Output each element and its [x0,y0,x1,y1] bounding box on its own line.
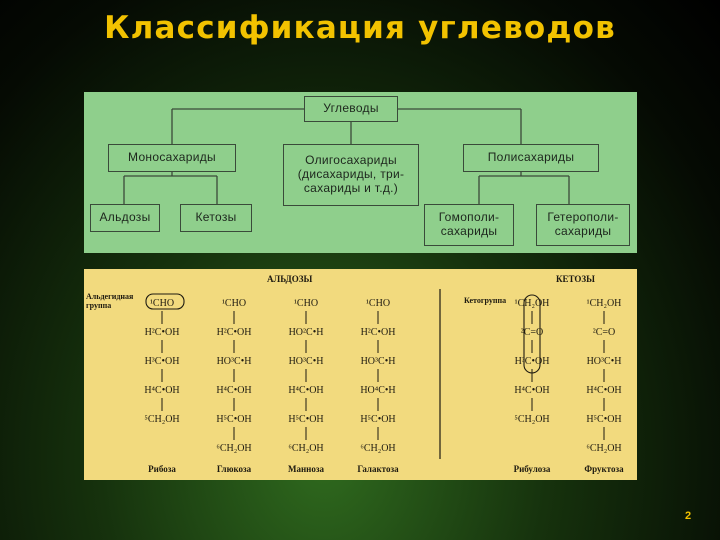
tree-root-box: Углеводы [304,96,398,122]
mannose-name: Манноза [288,464,324,474]
ribose-row-5: ⁵CH₂OH [144,414,179,425]
polysaccharides-label: Полисахариды [487,150,575,165]
galactose-row-5: H⁵C•OH [360,414,395,425]
galactose-row-4: HO⁴C•H [360,385,395,396]
galactose-row-2: H²C•OH [361,327,396,338]
oligosaccharides-box: Олигосахариды (дисахариды, три- сахариды… [283,144,419,206]
fructose-row-2: ²C=O [593,327,616,338]
glucose-row-4: H⁴C•OH [216,385,251,396]
polysaccharides-box: Полисахариды [463,144,599,172]
glucose-row-5: H⁵C•OH [216,414,251,425]
ribulose-row-3: H³C•OH [515,356,550,367]
glucose-row-6: ⁶CH₂OH [216,443,251,454]
ketoses-box: Кетозы [180,204,252,232]
heteropolysaccharides-box: Гетерополи- сахариды [536,204,630,246]
ribulose-row-2: ²C=O [521,327,544,338]
glucose-row-2: H²C•OH [217,327,252,338]
ribulose-name: Рибулоза [514,464,551,474]
homopolysaccharides-label-line1: Гомополи- [438,210,500,225]
monosaccharides-label: Моносахариды [128,150,216,165]
fructose-row-5: H⁵C•OH [586,414,621,425]
mannose-row-4: H⁴C•OH [288,385,323,396]
ribose-row-1: ¹CHO [150,298,174,309]
fructose-row-6: ⁶CH₂OH [586,443,621,454]
aldoses-box: Альдозы [90,204,160,232]
galactose-row-1: ¹CHO [366,298,390,309]
fructose-row-3: HO³C•H [587,356,622,367]
oligosaccharides-label-line2: (дисахариды, три- [297,167,405,182]
galactose-name: Галактоза [357,464,399,474]
heteropolysaccharides-label-line2: сахариды [554,224,612,238]
mannose-row-3: HO³C•H [289,356,324,367]
aldehyde-group-highlight [145,293,185,310]
fructose-row-4: H⁴C•OH [586,385,621,396]
oligosaccharides-label-line3: сахариды и т.д.) [303,180,399,195]
homopolysaccharides-label-line2: сахариды [440,224,498,238]
galactose-row-3: HO³C•H [361,356,396,367]
glucose-row-1: ¹CHO [222,298,246,309]
ribulose-row-5: ⁵CH₂OH [514,414,549,425]
galactose-row-6: ⁶CH₂OH [360,443,395,454]
aldehyde-group-label-line1: Альдегидная [86,292,134,301]
ribose-name: Рибоза [148,464,176,474]
homopolysaccharides-box: Гомополи- сахариды [424,204,514,246]
ribulose-row-4: H⁴C•OH [514,385,549,396]
ribose-row-3: H³C•OH [145,356,180,367]
ribose-row-2: H²C•OH [145,327,180,338]
keto-group-label: Кетогруппа [464,296,506,305]
fischer-projections: АЛЬДОЗЫ КЕТОЗЫ Альдегидная группа Кетогр… [84,269,637,480]
aldehyde-group-label-line2: группа [86,301,111,310]
monosaccharides-box: Моносахариды [108,144,236,172]
glucose-name: Глюкоза [217,464,252,474]
formula-drawing: АЛЬДОЗЫ КЕТОЗЫ Альдегидная группа Кетогр… [86,274,624,474]
ketoses-label: Кетозы [195,210,237,225]
page-number: 2 [685,510,692,522]
classification-tree: Углеводы Моносахариды Олигосахариды (дис… [84,92,637,253]
mannose-row-2: HO²C•H [289,327,324,338]
fructose-name: Фруктоза [584,464,624,474]
aldoses-label: Альдозы [99,210,151,225]
oligosaccharides-label-line1: Олигосахариды [305,153,397,168]
fructose-row-1: ¹CH₂OH [587,298,622,309]
aldoses-header: АЛЬДОЗЫ [267,274,312,284]
glucose-row-3: HO³C•H [217,356,252,367]
tree-connectors [123,108,570,204]
mannose-row-5: H⁵C•OH [288,414,323,425]
tree-root-label: Углеводы [323,101,379,116]
ribulose-row-1: ¹CH₂OH [515,298,550,309]
mannose-row-1: ¹CHO [294,298,318,309]
mannose-row-6: ⁶CH₂OH [288,443,323,454]
slide-title: Классификация углеводов [104,10,616,46]
ribose-row-4: H⁴C•OH [144,385,179,396]
heteropolysaccharides-label-line1: Гетерополи- [547,210,619,225]
ketoses-header: КЕТОЗЫ [556,274,595,284]
